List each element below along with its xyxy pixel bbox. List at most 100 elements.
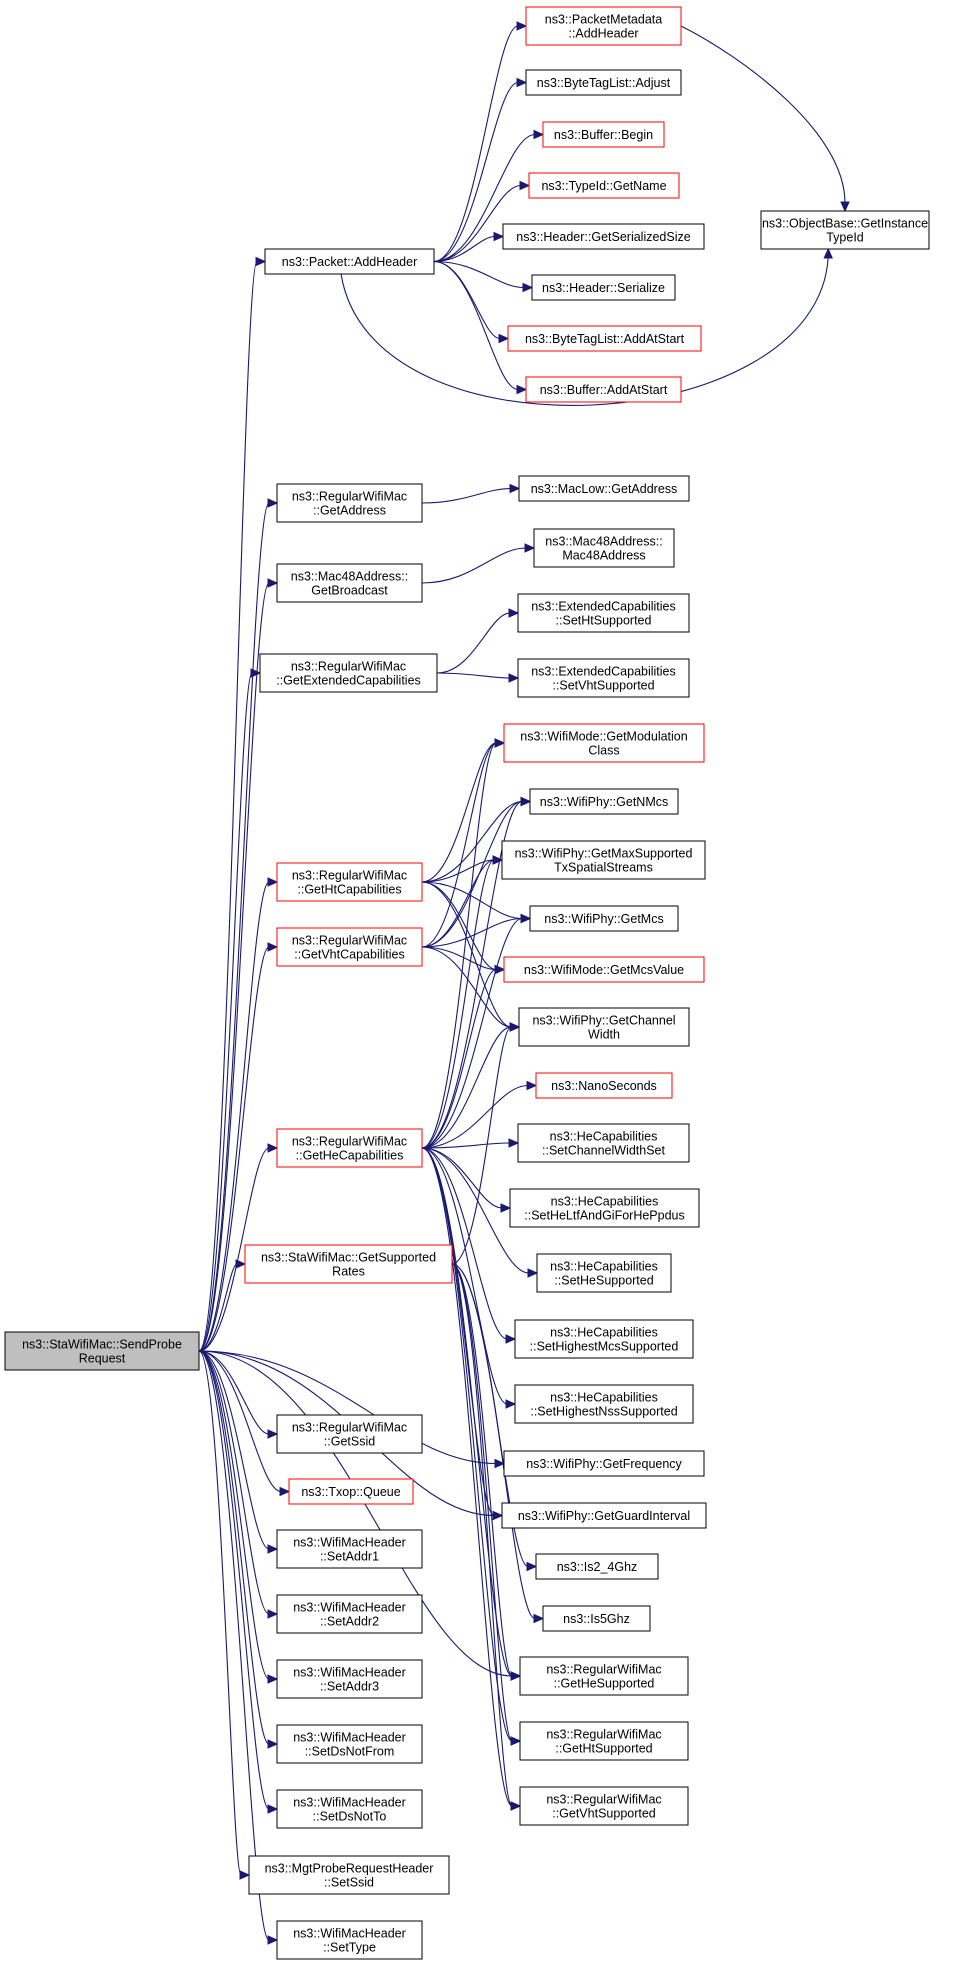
node-label: Rates: [332, 1265, 365, 1279]
node-maclow_getaddr[interactable]: ns3::MacLow::GetAddress: [518, 475, 690, 502]
node-hec_setheltf[interactable]: ns3::HeCapabilities::SetHeLtfAndGiForHeP…: [509, 1188, 700, 1228]
node-hec_sethighnss[interactable]: ns3::HeCapabilities::SetHighestNssSuppor…: [514, 1384, 694, 1424]
edge-addheader-to-buf_begin: [433, 133, 536, 263]
node-label: ns3::RegularWifiMac: [291, 660, 406, 674]
node-label: ::GetSsid: [324, 1435, 375, 1449]
node-is5ghz[interactable]: ns3::Is5Ghz: [542, 1605, 651, 1632]
edge-addheader-to-typeid_getname: [433, 184, 522, 263]
node-wp_getfreq[interactable]: ns3::WifiPhy::GetFrequency: [503, 1450, 705, 1477]
edge-gethtcap-to-wp_getmcs: [421, 881, 523, 920]
node-getssid[interactable]: ns3::RegularWifiMac::GetSsid: [276, 1414, 423, 1454]
node-box: [536, 1253, 672, 1293]
node-box: [259, 653, 438, 693]
node-getvhtcap[interactable]: ns3::RegularWifiMac::GetVhtCapabilities: [276, 927, 423, 967]
node-is2_4ghz[interactable]: ns3::Is2_4Ghz: [535, 1553, 659, 1580]
node-btl_adjust[interactable]: ns3::ByteTagList::Adjust: [525, 69, 682, 96]
node-rwm_gethtsup[interactable]: ns3::RegularWifiMac::GetHtSupported: [519, 1721, 689, 1761]
edge-gethecap-to-rwm_gethesup: [421, 1147, 513, 1677]
node-buf_addatstart[interactable]: ns3::Buffer::AddAtStart: [525, 376, 682, 403]
edge-gethecap-to-wp_getgi: [421, 1147, 495, 1517]
node-wp_getnmcs[interactable]: ns3::WifiPhy::GetNMcs: [529, 788, 679, 815]
edge-sendprobe-to-getextcap: [198, 672, 253, 1352]
node-queue[interactable]: ns3::Txop::Queue: [288, 1478, 414, 1505]
node-box: [760, 210, 930, 250]
edge-gethecap-to-nanoseconds: [421, 1084, 529, 1149]
node-label: ns3::Packet::AddHeader: [282, 255, 418, 269]
node-label: ns3::RegularWifiMac: [546, 1728, 661, 1742]
node-label: ns3::RegularWifiMac: [546, 1663, 661, 1677]
node-getaddress[interactable]: ns3::RegularWifiMac::GetAddress: [276, 483, 423, 523]
edge-arrowhead: [509, 1022, 521, 1032]
node-label: ns3::Header::GetSerializedSize: [516, 230, 690, 244]
node-mgtsetssid[interactable]: ns3::MgtProbeRequestHeader::SetSsid: [248, 1855, 450, 1895]
node-box: [503, 1450, 705, 1477]
node-hdr_getsersize[interactable]: ns3::Header::GetSerializedSize: [502, 223, 705, 250]
node-label: ns3::WifiPhy::GetFrequency: [526, 1457, 682, 1471]
node-wp_getmaxtx[interactable]: ns3::WifiPhy::GetMaxSupportedTxSpatialSt…: [501, 840, 706, 880]
node-wp_getmcs[interactable]: ns3::WifiPhy::GetMcs: [529, 905, 679, 932]
node-label: ::SetAddr2: [320, 1615, 379, 1629]
edge-gethecap-to-hec_setheltf: [421, 1147, 503, 1209]
edge-arrowhead: [494, 964, 506, 975]
edge-addheader-to-btl_addatstart: [433, 260, 501, 340]
node-wm_getmcsval[interactable]: ns3::WifiMode::GetMcsValue: [503, 956, 705, 983]
edge-arrowhead: [494, 1458, 506, 1469]
node-typeid_getname[interactable]: ns3::TypeId::GetName: [528, 172, 680, 199]
node-buf_begin[interactable]: ns3::Buffer::Begin: [542, 121, 665, 148]
node-pm_addheader[interactable]: ns3::PacketMetadata::AddHeader: [525, 6, 682, 46]
edge-getsuprates-to-rwm_getvhtsup: [451, 1263, 513, 1807]
node-hdr_serialize[interactable]: ns3::Header::Serialize: [531, 274, 676, 301]
node-setaddr2[interactable]: ns3::WifiMacHeader::SetAddr2: [276, 1594, 423, 1634]
node-label: ns3::HeCapabilities: [550, 1130, 658, 1144]
node-rwm_getvhtsup[interactable]: ns3::RegularWifiMac::GetVhtSupported: [519, 1786, 689, 1826]
node-setdsnotto[interactable]: ns3::WifiMacHeader::SetDsNotTo: [276, 1789, 423, 1829]
edge-getsuprates-to-is5ghz: [451, 1263, 536, 1620]
node-getbroadcast[interactable]: ns3::Mac48Address::GetBroadcast: [276, 563, 423, 603]
node-hec_sethesup[interactable]: ns3::HeCapabilities::SetHeSupported: [536, 1253, 672, 1293]
node-hec_setchanwidth[interactable]: ns3::HeCapabilities::SetChannelWidthSet: [517, 1123, 690, 1163]
node-rwm_gethesup[interactable]: ns3::RegularWifiMac::GetHeSupported: [519, 1656, 689, 1696]
node-addheader[interactable]: ns3::Packet::AddHeader: [264, 248, 435, 275]
edge-arrowhead: [267, 942, 279, 952]
edge-getvhtcap-to-wm_getmodclass: [421, 742, 497, 948]
node-label: ns3::WifiMode::GetModulation: [520, 730, 687, 744]
node-box: [276, 1128, 423, 1168]
node-mac48_ctor[interactable]: ns3::Mac48Address::Mac48Address: [533, 528, 675, 568]
node-btl_addatstart[interactable]: ns3::ByteTagList::AddAtStart: [507, 325, 702, 352]
node-gethtcap[interactable]: ns3::RegularWifiMac::GetHtCapabilities: [276, 862, 423, 902]
edge-getvhtcap-to-wp_getmaxtx: [421, 859, 495, 948]
node-box: [509, 1188, 700, 1228]
node-ext_setvhtsup[interactable]: ns3::ExtendedCapabilities::SetVhtSupport…: [517, 658, 690, 698]
edge-sendprobe-to-getaddress: [198, 502, 270, 1352]
node-label: ns3::WifiMacHeader: [293, 1731, 406, 1745]
node-label: ns3::WifiMacHeader: [293, 1536, 406, 1550]
node-ext_sethtsup[interactable]: ns3::ExtendedCapabilities::SetHtSupporte…: [517, 593, 690, 633]
node-settype[interactable]: ns3::WifiMacHeader::SetType: [276, 1920, 423, 1960]
node-getextcap[interactable]: ns3::RegularWifiMac::GetExtendedCapabili…: [259, 653, 438, 693]
node-gethecap[interactable]: ns3::RegularWifiMac::GetHeCapabilities: [276, 1128, 423, 1168]
node-wp_getgi[interactable]: ns3::WifiPhy::GetGuardInterval: [501, 1502, 707, 1529]
node-box: [531, 274, 676, 301]
node-label: ns3::NanoSeconds: [551, 1079, 657, 1093]
node-label: TxSpatialStreams: [554, 861, 653, 875]
edge-arrowhead: [505, 1399, 517, 1409]
edge-sendprobe-to-wp_getfreq: [198, 1350, 497, 1465]
node-hec_sethighmcs[interactable]: ns3::HeCapabilities::SetHighestMcsSuppor…: [514, 1319, 694, 1359]
node-setaddr3[interactable]: ns3::WifiMacHeader::SetAddr3: [276, 1659, 423, 1699]
edge-arrowhead: [279, 1486, 291, 1497]
edge-getsuprates-to-wp_getchanwidth: [451, 1026, 512, 1265]
node-setaddr1[interactable]: ns3::WifiMacHeader::SetAddr1: [276, 1529, 423, 1569]
edge-arrowhead: [520, 796, 532, 807]
node-nanoseconds[interactable]: ns3::NanoSeconds: [535, 1072, 673, 1099]
edge-sendprobe-to-addheader: [198, 260, 258, 1352]
node-setdsnotfrom[interactable]: ns3::WifiMacHeader::SetDsNotFrom: [276, 1724, 423, 1764]
edge-arrowhead: [267, 1609, 279, 1619]
node-label: ::AddHeader: [568, 27, 638, 41]
edge-arrowhead: [510, 1671, 522, 1681]
